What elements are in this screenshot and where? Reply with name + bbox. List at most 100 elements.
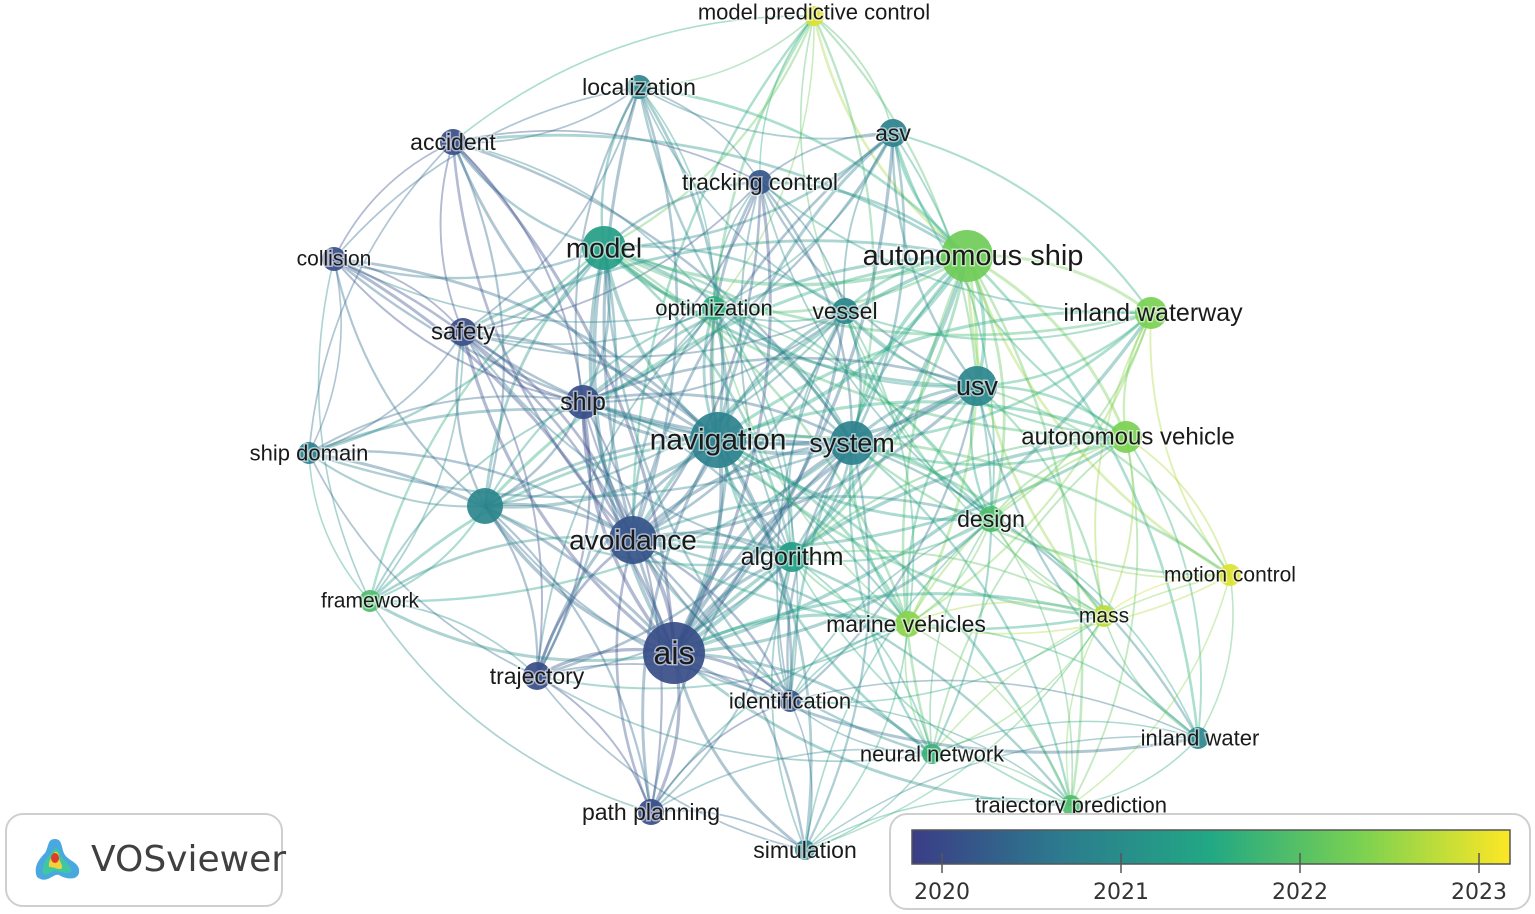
link-autonomous-vehicle-neural-network: [931, 436, 1127, 755]
node-ais[interactable]: ais: [643, 622, 705, 684]
node-trajectory[interactable]: trajectory: [488, 662, 586, 691]
node-circle-localization[interactable]: [627, 75, 651, 99]
node-circle-collision[interactable]: [322, 247, 346, 271]
node-circle-path-planning[interactable]: [638, 799, 664, 825]
node-identification[interactable]: identification: [727, 687, 852, 715]
link-collision-ship: [333, 258, 584, 404]
node-circle-trajectory-prediction[interactable]: [1061, 795, 1081, 815]
node-circle-design[interactable]: [978, 506, 1004, 532]
node-circle-usv[interactable]: [957, 366, 997, 406]
link-asv-autonomous-vehicle: [891, 132, 1127, 438]
node-circle-simulation[interactable]: [795, 840, 815, 860]
link-autonomous-vehicle-ais: [672, 435, 1127, 655]
node-circle-mass[interactable]: [1093, 605, 1115, 627]
link-accident-ship: [452, 141, 585, 403]
node-navigation[interactable]: navigation: [648, 412, 788, 468]
link-system-inland-water: [851, 441, 1200, 739]
link-collision-avoidance: [333, 257, 635, 541]
node-circle-safety[interactable]: [449, 318, 477, 346]
node-algorithm[interactable]: algorithm: [739, 542, 845, 573]
node-system[interactable]: system: [808, 421, 896, 465]
node-circle-algorithm[interactable]: [777, 542, 807, 572]
node-circle-avoidance[interactable]: [609, 516, 657, 564]
node-motion-control[interactable]: motion control: [1163, 562, 1298, 588]
link-model-predictive-control-tracking-control: [759, 15, 815, 183]
node-autonomous-vehicle[interactable]: autonomous vehicle: [1020, 421, 1236, 453]
link-asv-inland-waterway: [892, 131, 1152, 314]
node-optimization[interactable]: optimization: [654, 294, 774, 322]
node-design[interactable]: design: [956, 505, 1027, 534]
node-model[interactable]: model: [564, 226, 644, 270]
node-circle-identification[interactable]: [779, 690, 801, 712]
node-path-planning[interactable]: path planning: [580, 798, 721, 827]
node-circle-inland-waterway[interactable]: [1135, 297, 1167, 329]
node-label-design: design: [957, 506, 1025, 532]
node-vessel[interactable]: vessel: [811, 297, 879, 326]
node-circle-model[interactable]: [582, 226, 626, 270]
node-circle-vessel[interactable]: [832, 298, 858, 324]
node-circle-marine-vehicles[interactable]: [895, 611, 921, 637]
node-circle-navigation[interactable]: [690, 412, 746, 468]
node-ship-domain[interactable]: ship domain: [248, 439, 370, 467]
node-mass[interactable]: mass: [1077, 603, 1130, 629]
link-tracking-control-ais: [672, 181, 772, 654]
node-unlabeled-hub[interactable]: [467, 488, 503, 524]
node-circle-inland-water[interactable]: [1187, 727, 1209, 749]
link-usv-motion-control: [976, 384, 1231, 576]
node-circle-autonomous-vehicle[interactable]: [1110, 421, 1142, 453]
link-autonomous-vehicle-mass: [1103, 436, 1134, 617]
node-inland-water[interactable]: inland water: [1139, 724, 1261, 752]
link-usv-ship: [582, 356, 978, 404]
node-circle-accident[interactable]: [440, 129, 466, 155]
node-circle-unlabeled-hub[interactable]: [467, 488, 503, 524]
link-model-unlabeled-hub: [483, 246, 606, 507]
node-model-predictive-control[interactable]: model predictive control: [696, 0, 932, 26]
node-neural-network[interactable]: neural network: [858, 740, 1006, 768]
link-vessel-inland-waterway: [844, 310, 1152, 341]
node-tracking-control[interactable]: tracking control: [681, 168, 840, 197]
link-model-predictive-control-usv: [813, 15, 979, 387]
link-accident-unlabeled-hub: [451, 141, 505, 507]
link-system-trajectory-prediction: [851, 442, 1073, 806]
link-tracking-control-ship: [582, 181, 761, 403]
link-motion-control-neural-network: [931, 574, 1231, 755]
node-safety[interactable]: safety: [429, 317, 496, 347]
node-inland-waterway[interactable]: inland waterway: [1062, 297, 1245, 329]
node-circle-trajectory[interactable]: [523, 662, 551, 690]
node-circle-ais[interactable]: [643, 622, 705, 684]
node-circle-autonomous-ship[interactable]: [941, 230, 993, 282]
node-autonomous-ship[interactable]: autonomous ship: [861, 230, 1085, 282]
link-inland-waterway-ais: [673, 312, 1153, 655]
node-avoidance[interactable]: avoidance: [568, 516, 698, 564]
link-inland-waterway-navigation: [717, 310, 1152, 442]
node-usv[interactable]: usv: [954, 366, 1000, 406]
link-autonomous-ship-unlabeled-hub: [483, 254, 968, 508]
node-circle-model-predictive-control[interactable]: [804, 6, 824, 26]
link-autonomous-vehicle-inland-water: [1125, 436, 1203, 739]
node-circle-asv[interactable]: [879, 119, 907, 147]
node-circle-optimization[interactable]: [702, 296, 726, 320]
node-circle-system[interactable]: [830, 421, 874, 465]
node-circle-neural-network[interactable]: [922, 744, 942, 764]
node-circle-ship[interactable]: [566, 385, 600, 419]
node-marine-vehicles[interactable]: marine vehicles: [825, 610, 988, 639]
node-framework[interactable]: framework: [319, 588, 421, 614]
node-circle-tracking-control[interactable]: [748, 170, 772, 194]
node-collision[interactable]: collision: [295, 246, 373, 272]
link-optimization-usv: [713, 307, 978, 388]
node-circle-ship-domain[interactable]: [298, 442, 320, 464]
node-asv[interactable]: asv: [874, 119, 913, 148]
node-accident[interactable]: accident: [409, 128, 498, 157]
link-inland-water-neural-network: [931, 720, 1199, 755]
node-simulation[interactable]: simulation: [752, 836, 859, 865]
node-localization[interactable]: localization: [581, 73, 698, 102]
node-ship[interactable]: ship: [559, 385, 607, 419]
link-ship-domain-avoidance: [308, 449, 634, 542]
link-model-identification: [602, 247, 791, 702]
link-framework-ais: [369, 599, 675, 663]
node-circle-motion-control[interactable]: [1219, 564, 1241, 586]
link-motion-control-trajectory-prediction: [1070, 574, 1231, 806]
link-navigation-path-planning: [641, 439, 720, 813]
link-model-predictive-control-navigation: [711, 15, 816, 441]
node-circle-framework[interactable]: [359, 590, 381, 612]
